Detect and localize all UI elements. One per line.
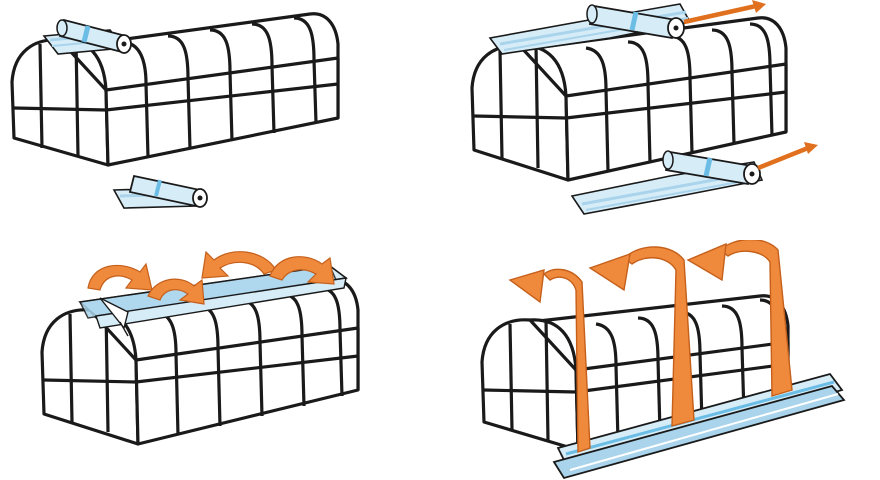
arrow-right-icon [757, 142, 818, 171]
greenhouse-icon [470, 16, 788, 182]
step-2-illustration [470, 0, 818, 215]
step-1-illustration [10, 12, 340, 209]
curved-arrow-icon [147, 278, 205, 305]
film-strap-icon [588, 246, 695, 427]
step-2-panel [440, 0, 880, 240]
step-3-panel [0, 240, 440, 480]
spare-film-roll-icon [112, 174, 208, 209]
arrow-right-icon [683, 0, 766, 25]
film-bundle-icon [552, 372, 846, 480]
film-roll-top-icon [586, 4, 685, 40]
step-4-panel [440, 240, 880, 480]
curved-arrow-icon [269, 256, 335, 285]
film-strap-icon [686, 240, 793, 397]
film-roll-bottom-icon [662, 150, 761, 186]
step-4-illustration [480, 240, 846, 480]
film-strap-icon [508, 268, 591, 453]
step-1-panel [0, 0, 440, 240]
curved-arrow-icon [201, 250, 277, 279]
step-3-illustration [40, 250, 360, 446]
film-roll-icon [56, 18, 132, 54]
